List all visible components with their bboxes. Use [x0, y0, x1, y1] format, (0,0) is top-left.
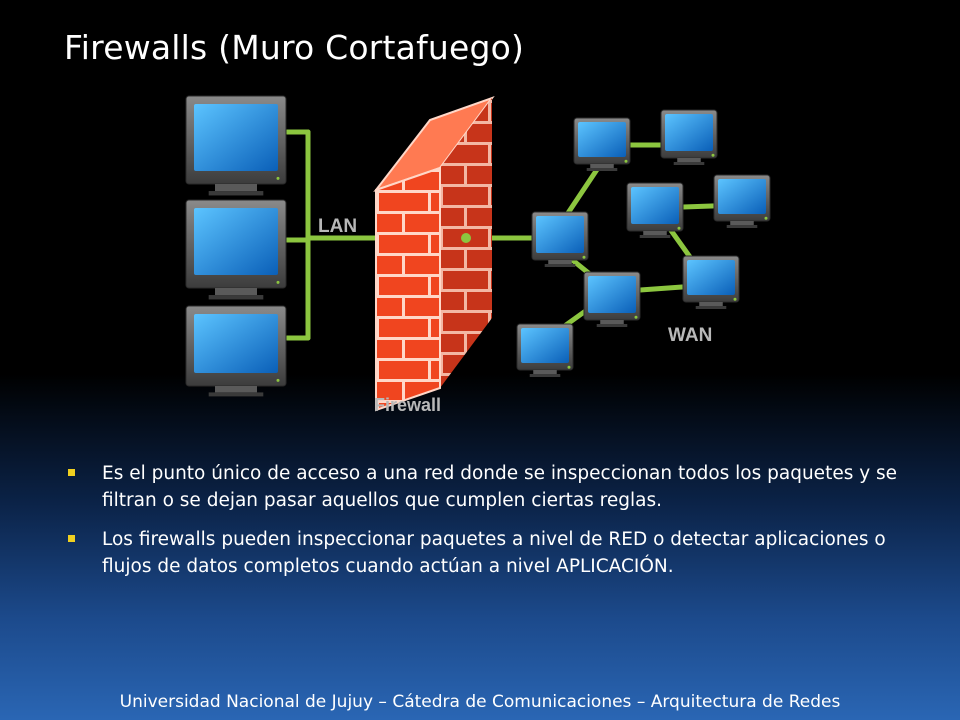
- lan-computer-icon: [185, 95, 287, 196]
- lan-computer-icon: [185, 199, 287, 300]
- bullet-list: Es el punto único de acceso a una red do…: [64, 460, 914, 592]
- computers: [185, 95, 771, 397]
- bullet-text: Es el punto único de acceso a una red do…: [102, 463, 898, 511]
- slide-title: Firewalls (Muro Cortafuego): [64, 28, 525, 67]
- square-bullet-icon: [68, 469, 75, 476]
- lan-label: LAN: [318, 216, 357, 237]
- wan-label: WAN: [668, 325, 712, 346]
- wan-computer-icon: [660, 109, 718, 165]
- footer: Universidad Nacional de Jujuy – Cátedra …: [119, 692, 841, 712]
- bullet-item: Es el punto único de acceso a una red do…: [64, 460, 914, 514]
- firewall-wall: [373, 95, 495, 412]
- wan-computer-icon: [682, 255, 740, 309]
- firewall-network-diagram: LAN WAN Firewall: [185, 95, 771, 415]
- lan-computer-icon: [185, 305, 287, 397]
- bullet-item: Los firewalls pueden inspeccionar paquet…: [64, 526, 914, 580]
- wan-computer-icon: [531, 211, 589, 267]
- square-bullet-icon: [68, 535, 75, 542]
- wan-computer-icon: [713, 174, 771, 228]
- wan-computer-icon: [583, 271, 641, 327]
- wan-computer-icon: [516, 323, 574, 377]
- wan-computer-icon: [626, 182, 684, 238]
- bullet-text: Los firewalls pueden inspeccionar paquet…: [102, 529, 886, 577]
- wan-computer-icon: [573, 117, 631, 171]
- firewall-label: Firewall: [374, 395, 441, 415]
